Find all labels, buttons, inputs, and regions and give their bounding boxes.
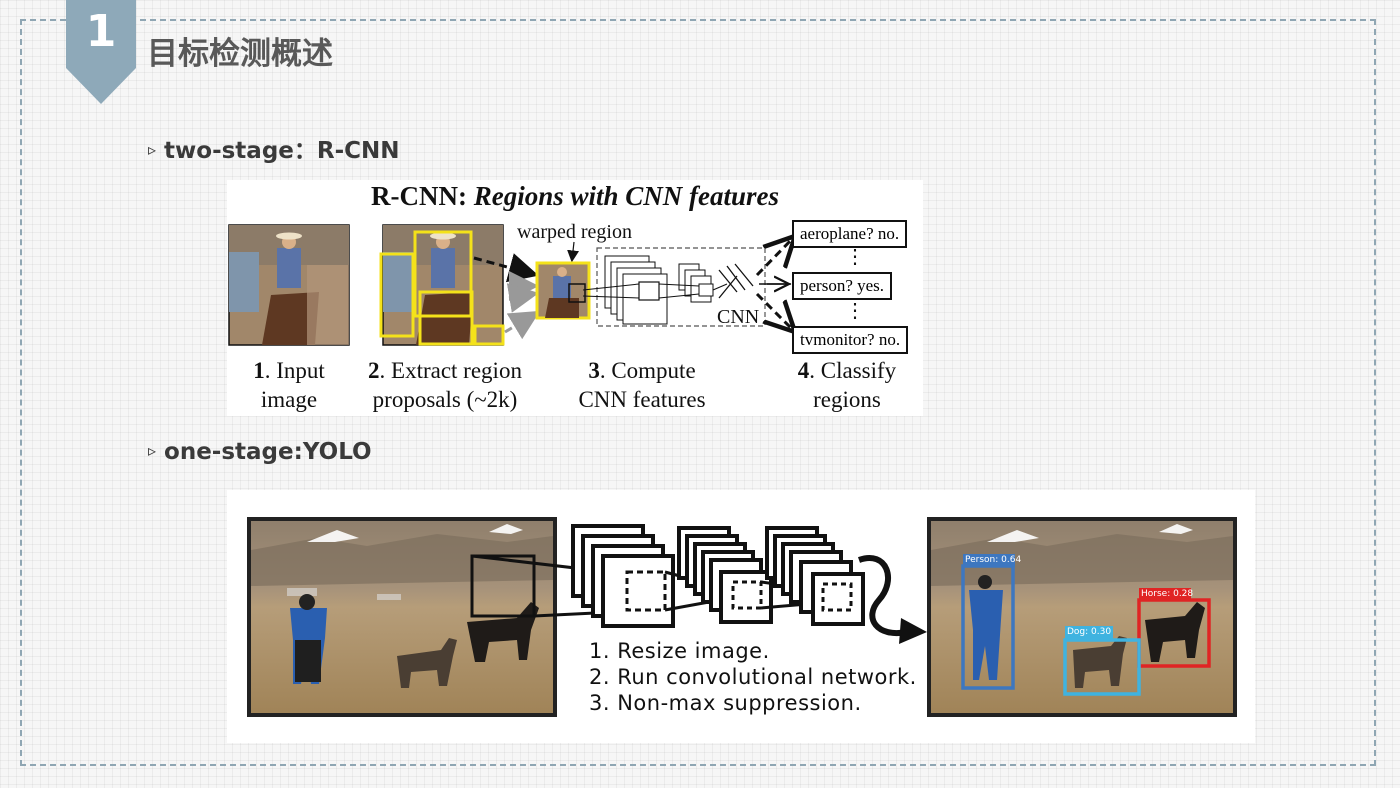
- input-photo: [247, 517, 557, 717]
- class-box-person: person? yes.: [792, 272, 893, 300]
- section-number: 1: [85, 6, 117, 57]
- detection-label-horse: Horse: 0.28: [1141, 589, 1194, 599]
- bullet-one-stage: ▹ one-stage:YOLO: [148, 439, 372, 465]
- bullet-marker-icon: ▹: [148, 441, 157, 460]
- slide-title: 目标检测概述: [147, 36, 333, 72]
- yolo-diagram: [247, 517, 1237, 717]
- section-number-badge: [66, 0, 136, 104]
- class-ellipsis: ⋮: [845, 246, 865, 268]
- rcnn-figure: R-CNN: Regions with CNN features: [227, 180, 923, 416]
- yolo-step: 2. Run convolutional network.: [589, 665, 917, 689]
- slide-frame: [20, 19, 1376, 766]
- input-image-thumbnail: [228, 224, 350, 346]
- conv-stack-3: [765, 526, 865, 626]
- class-box-tvmonitor: tvmonitor? no.: [792, 326, 909, 354]
- output-photo: [927, 517, 1237, 717]
- detection-label-dog: Dog: 0.30: [1067, 627, 1112, 637]
- yolo-figure: Person: 0.64 Horse: 0.28 Dog: 0.30 1. Re…: [227, 490, 1255, 743]
- rcnn-figure-title: R-CNN: Regions with CNN features: [370, 181, 780, 211]
- yolo-steps: 1. Resize image. 2. Run convolutional ne…: [589, 638, 917, 716]
- warped-region-label: warped region: [517, 221, 632, 243]
- bullet-text: one-stage:YOLO: [164, 439, 372, 465]
- yolo-step: 1. Resize image.: [589, 639, 770, 663]
- yolo-step: 3. Non-max suppression.: [589, 691, 862, 715]
- class-ellipsis: ⋮: [845, 300, 865, 322]
- bullet-marker-icon: ▹: [148, 140, 157, 159]
- detection-label-person: Person: 0.64: [965, 555, 1022, 565]
- warped-region-image: [535, 261, 591, 320]
- region-proposals-image: [379, 224, 505, 346]
- class-box-aeroplane: aeroplane? no.: [792, 220, 908, 248]
- bullet-text: two-stage：R-CNN: [164, 138, 400, 164]
- rcnn-diagram: [228, 224, 923, 346]
- bullet-two-stage: ▹ two-stage：R-CNN: [148, 131, 400, 165]
- cnn-label: CNN: [717, 306, 760, 328]
